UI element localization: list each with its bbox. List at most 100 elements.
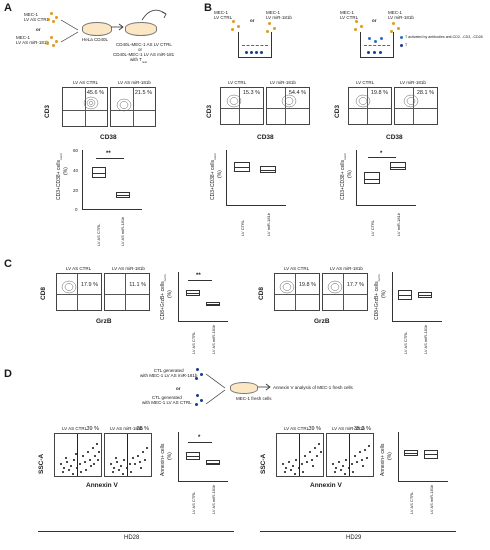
mec-cell-icon [55,40,58,43]
mec-cell-icon [273,27,276,30]
mec-cell-icon [390,30,393,33]
c-left-facs-plot-ctrl: 17.9 % [56,273,102,311]
d-ctl-mir: CTL generated with MEC-1 LV AS miR-181b [140,368,198,378]
contour-icon [281,94,297,108]
b-left-mec-ctrl: MEC-1 LV CTRL [214,10,233,20]
d-left-box-cat2: LV AS miR-181b [211,484,216,514]
t-cell-icon [368,37,371,40]
c-right-ctrl-pct: 19.8 % [298,282,316,288]
coculture-dish-icon [125,22,157,36]
b-right-box-cat2: LV miR-181b [396,212,401,236]
b-right-box-mir [390,162,406,170]
fresh-cells-dish-icon [230,382,258,394]
t-cell-icon [373,51,376,54]
d-left-mir-pct: 28 % [136,426,149,432]
c-left-facs-plot-mir: 11.1 % [104,273,150,311]
c-right-box-cat1: LV AS CTRL [403,331,408,354]
panel-letter-b: B [204,2,212,14]
c-left-box-cat1: LV AS CTRL [191,331,196,354]
d-right-box-mir [424,450,438,459]
d-right-facs-plot-ctrl: 39 % [276,426,324,477]
c-left-box-ylabel: CD8+GrzB+ cellsnorm [160,274,167,320]
d-annexin-text: Annexin V analysis of MEC-1 fresh cells [273,385,353,390]
c-left-mir-pct: 11.1 % [129,282,146,288]
c-right-facs-mir-label: LV AS miR-181b [330,266,363,271]
donor-left-line [38,531,234,532]
c-right-box-yunit: (%) [381,290,387,298]
b-legend-activated: T activated by antibodies anti-CD2, -CD3… [405,35,483,39]
t-cell-icon [196,394,199,397]
t-cell-icon [195,377,198,380]
b-legend-rest: T [405,43,408,47]
mec-cell-icon [50,36,53,39]
b-left-mir-pct: 54.4 % [288,90,306,96]
b-left-membrane [242,45,268,46]
a-sig-bracket [96,158,124,159]
b-right-facs-plot-mir: 28.1 % [394,87,438,125]
b-left-facs-plot-mir: 54.4 % [266,87,310,125]
donor-right-label: HD29 [346,535,362,541]
a-sig-star: ** [106,151,111,157]
t-cell-icon [260,51,263,54]
b-left-or: or [250,18,255,23]
c-left-ctrl-pct: 17.9 % [80,282,98,288]
mec-cell-icon [231,28,234,31]
panel-letter-d: D [4,368,12,380]
d-right-facs-plot-mir: 35.3 % [326,426,374,477]
t-cell-icon [255,51,258,54]
b-right-box-cat1: LV CTRL [370,219,375,236]
mec-cell-icon [237,25,240,28]
a-tick-20: 20 [73,188,79,193]
a-facs-plot-ctrl: 45.6 % [62,87,108,127]
d-right-box-ylabel: Annexin+ cells [380,443,386,476]
d-right-mir-pct: 35.3 % [353,426,371,432]
b-right-or: or [372,18,377,23]
merge-arrows-icon [60,19,79,43]
b-right-ctrl-pct: 19.8 % [370,90,388,96]
d-right-ctrl-pct: 39 % [308,426,321,432]
a-result-or: or [138,47,143,52]
scatter-dots [332,445,370,475]
a-facs-plot-mir: 21.5 % [110,87,156,127]
contour-icon [355,94,371,108]
d-right-box-ctrl [404,450,418,456]
d-right-facs-mir-label: LV AS miR-181b [332,426,365,431]
d-left-facs-xlabel: Annexin V [86,482,118,489]
d-right-facs-ylabel: SSC-A [260,453,267,474]
c-left-facs-ctrl-label: LV AS CTRL [66,266,92,271]
a-box-ctrl [92,167,106,178]
d-left-facs-plot-ctrl: 39 % [54,426,102,477]
t-cell-icon [200,373,203,376]
mec-cell-icon [52,20,55,23]
t-cell-icon [250,51,253,54]
d-left-facs-ylabel: SSC-A [38,453,45,474]
b-left-box-axes [226,150,286,206]
c-right-box-mir [418,292,432,298]
a-mir-pct: 21.5 % [134,90,152,96]
c-left-box-yunit: (%) [167,290,173,298]
scatter-dots [60,443,100,475]
arrow-right-icon [111,23,124,31]
b-right-sig-star: * [380,151,383,157]
a-facs-ylabel: CD3 [44,104,51,118]
c-left-sig-bracket [188,280,212,281]
d-left-ctrl-pct: 39 % [86,426,99,432]
b-left-facs-mir-label: LV miR-181b [270,80,296,85]
t-cell-icon [379,51,382,54]
t-cell-icon [196,368,199,371]
d-right-box-cat1: LV AS CTRL [409,491,414,514]
b-left-facs-ctrl-label: LV CTRL [228,80,247,85]
d-ctl-ctrl: CTL generated with MEC-1 LV AS CTRL [142,395,192,405]
c-right-facs-plot-mir: 17.7 % [322,273,368,311]
c-left-box-cat2: LV AS miR-181b [211,324,216,354]
d-right-facs-xlabel: Annexin V [310,482,342,489]
c-left-box-axes [178,272,228,322]
b-left-box-mir [260,166,276,173]
contour-icon [279,280,295,294]
d-left-box-mir [206,460,220,465]
mec-cell-icon [397,27,400,30]
a-facs-xlabel: CD38 [100,134,117,141]
a-result-ctrl: CD40L-MEC-1 AS LV CTRL [116,42,172,47]
c-left-box-ctrl [186,290,200,296]
t-cell-icon [195,403,198,406]
